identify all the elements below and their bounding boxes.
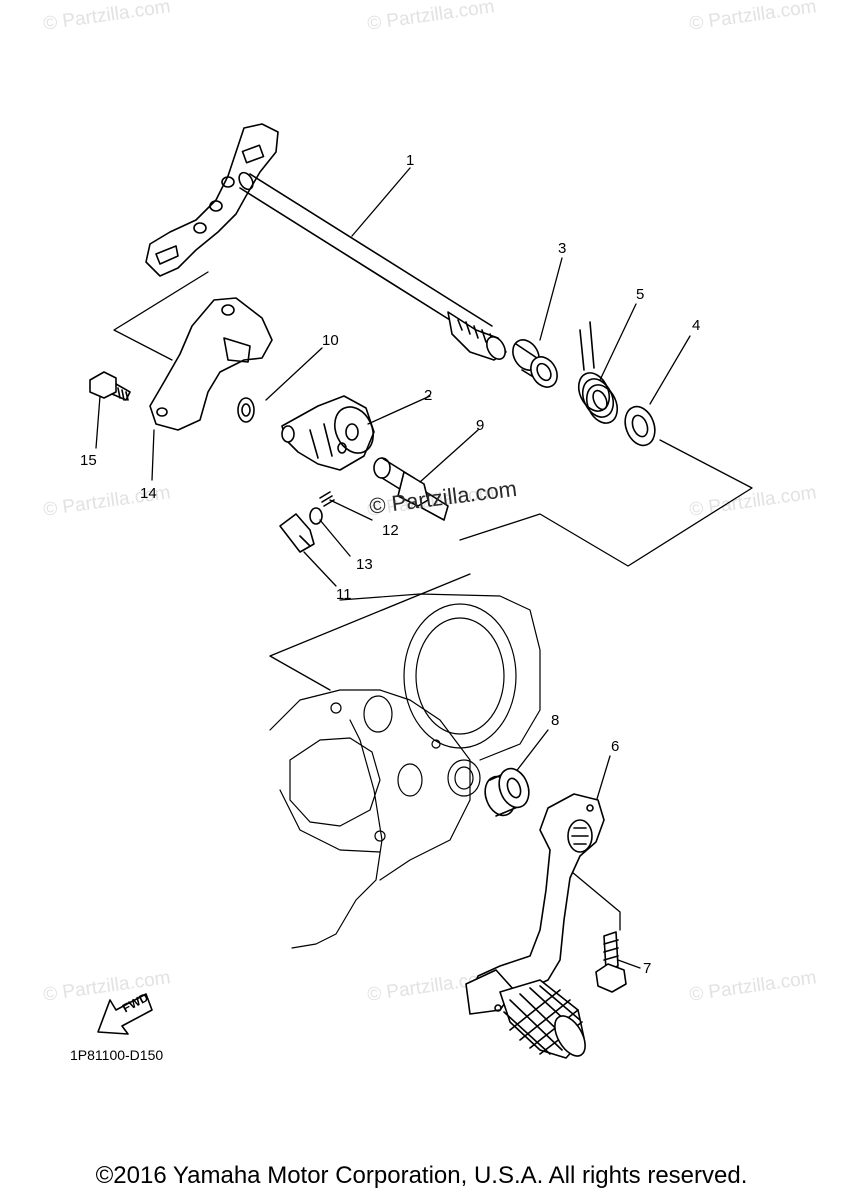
callout-3: 3 <box>558 240 567 257</box>
shift-pedal <box>465 793 605 1059</box>
bolt <box>89 371 131 401</box>
oil-seal <box>484 767 530 817</box>
callout-9: 9 <box>476 417 485 434</box>
fwd-arrow-icon <box>97 993 153 1035</box>
callout-8: 8 <box>551 712 560 729</box>
callout-14: 14 <box>140 485 157 502</box>
washer <box>624 405 656 447</box>
callout-6: 6 <box>611 738 620 755</box>
diagram-code: 1P81100-D150 <box>70 1047 164 1063</box>
callout-10: 10 <box>322 332 339 349</box>
callout-15: 15 <box>80 452 97 469</box>
torsion-spring <box>577 321 619 424</box>
detent-ball <box>309 507 323 525</box>
callout-5: 5 <box>636 286 645 303</box>
leader-lines <box>95 167 753 969</box>
pedal-bolt <box>595 931 627 993</box>
callout-1: 1 <box>406 152 415 169</box>
shift-shaft <box>145 123 507 361</box>
callout-2: 2 <box>424 387 433 404</box>
crankcase-outline <box>269 593 541 949</box>
callout-7: 7 <box>643 960 652 977</box>
callout-4: 4 <box>692 317 701 334</box>
callout-11: 11 <box>336 586 352 603</box>
shaft-bushing <box>512 339 558 388</box>
copyright-notice: ©2016 Yamaha Motor Corporation, U.S.A. A… <box>95 1162 748 1189</box>
callout-12: 12 <box>382 522 399 539</box>
stopper-plate <box>149 297 273 431</box>
detent-spring <box>319 491 335 507</box>
collar-washer <box>237 397 255 423</box>
guide-pin <box>279 513 315 553</box>
shift-segment <box>281 395 375 471</box>
callout-13: 13 <box>356 556 373 573</box>
